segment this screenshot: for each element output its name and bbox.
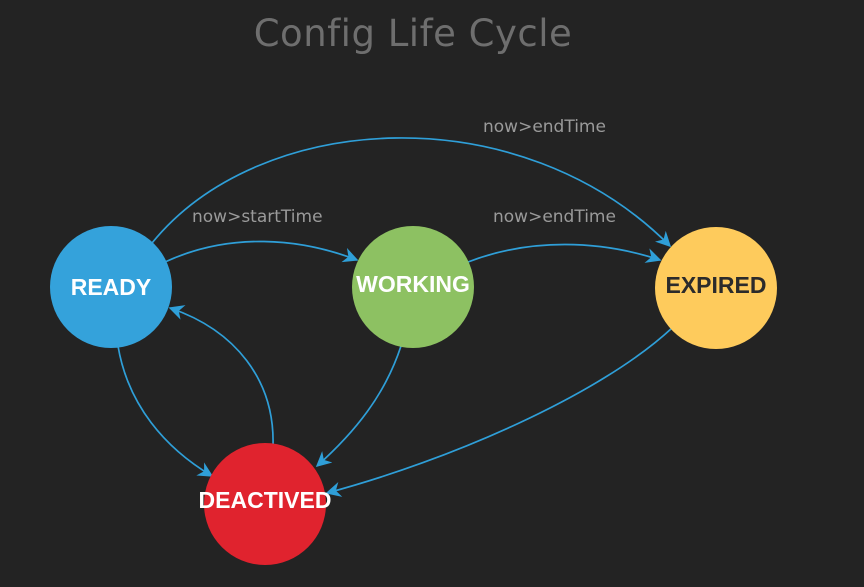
node-working-label: WORKING — [356, 271, 470, 297]
node-expired-label: EXPIRED — [666, 272, 767, 298]
node-working-circle — [352, 226, 474, 348]
edge-ready-to-expired — [151, 137, 672, 248]
node-ready: READY — [50, 226, 172, 348]
node-expired-circle — [655, 227, 777, 349]
edge-ready-to-deactived — [117, 345, 214, 477]
edge-label-working-to-expired: now>endTime — [493, 207, 616, 227]
node-deactived-circle — [204, 443, 326, 565]
node-deactived-label: DEACTIVED — [199, 487, 332, 513]
node-deactived: DEACTIVED — [199, 443, 332, 565]
node-ready-circle — [50, 226, 172, 348]
edge-label-ready-to-expired: now>endTime — [483, 117, 606, 137]
node-ready-label: READY — [71, 274, 152, 300]
edge-label-ready-to-working: now>startTime — [192, 207, 323, 227]
page-title: Config Life Cycle — [253, 12, 573, 55]
node-expired: EXPIRED — [655, 227, 777, 349]
edge-working-to-expired — [467, 243, 662, 263]
edge-ready-to-working — [164, 240, 359, 263]
edge-deactived-to-ready — [168, 305, 274, 447]
edge-working-to-deactived — [315, 345, 402, 468]
node-working: WORKING — [352, 226, 474, 348]
edge-expired-to-deactived — [325, 327, 673, 497]
